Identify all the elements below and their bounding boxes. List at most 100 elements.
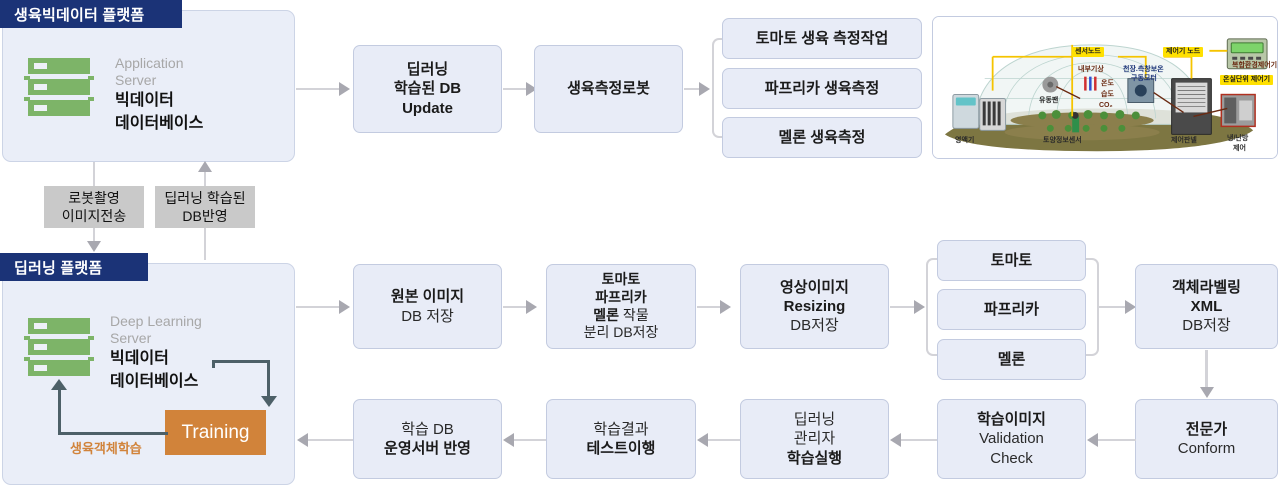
arrow-down-to-expert-conform <box>1200 387 1214 398</box>
greenhouse-label-control-panel: 제어판넬 <box>1171 137 1197 144</box>
panel-growth-title-text: 생육빅데이터 플랫폼 <box>14 6 145 24</box>
connector-deep-to-midflow <box>296 306 340 308</box>
step-label-db-reflect-line2: DB반영 <box>182 208 228 224</box>
node-crop-melon-label: 멜론 <box>997 350 1026 368</box>
panel-growth-title: 생육빅데이터 플랫폼 <box>0 0 182 28</box>
connector-crops-to-xml <box>1098 306 1126 308</box>
loop-line-db-to-training-vertical <box>212 360 215 368</box>
node-measure-melon-label: 멜론 생육측정 <box>778 128 866 146</box>
node-deeplearning-manager-run[interactable]: 딥러닝 관리자 학습실행 <box>740 399 889 479</box>
arrow-left-to-validation-check <box>1087 433 1098 447</box>
arrow-right-to-crop-split <box>526 300 537 314</box>
node-crop-melon[interactable]: 멜론 <box>937 339 1086 380</box>
node-xml-line3: DB저장 <box>1182 317 1231 335</box>
arrow-left-to-ops-server <box>503 433 514 447</box>
connector-split-to-resize <box>697 306 722 308</box>
connector-robot-to-branch <box>684 88 700 90</box>
node-original-image-db[interactable]: 원본 이미지 DB 저장 <box>353 264 502 349</box>
node-crop-split-db[interactable]: 토마토 파프리카 멜론 작물 분리 DB저장 <box>546 264 696 349</box>
arrow-right-to-original-image <box>339 300 350 314</box>
node-crop-split-line2: 파프리카 <box>595 288 647 305</box>
greenhouse-label-humidity: 습도 <box>1101 91 1114 98</box>
node-resizing-line1: 영상이미지 <box>779 278 849 296</box>
node-training-image-validation[interactable]: 학습이미지 Validation Check <box>937 399 1086 479</box>
arrow-right-to-measurement-branch <box>699 82 710 96</box>
bracket-measurement-branch <box>712 38 726 138</box>
greenhouse-diagram-image: 센서노드 제어기 노드 온실단위 제어기 복합환경제어기 내부기상 온도 습도 … <box>932 16 1278 159</box>
node-test-line2: 테스트이행 <box>586 440 656 457</box>
node-training-result-test[interactable]: 학습결과 테스트이행 <box>546 399 696 479</box>
node-crop-tomato[interactable]: 토마토 <box>937 240 1086 281</box>
growth-server-main-line2: 데이터베이스 <box>115 114 204 132</box>
arrow-right-to-dl-db-update <box>339 82 350 96</box>
panel-deep-title: 딥러닝 플랫폼 <box>0 253 148 281</box>
arrow-right-to-object-labeling <box>1125 300 1136 314</box>
server-icon-deep-learning <box>24 318 94 376</box>
connector-ops-to-deep-platform <box>308 439 353 441</box>
node-crop-tomato-label: 토마토 <box>990 251 1033 269</box>
arrow-right-to-resizing <box>720 300 731 314</box>
growth-server-sub-line2: Server <box>115 71 157 88</box>
node-conform-line2: Conform <box>1177 440 1236 457</box>
node-crop-paprika-label: 파프리카 <box>983 300 1040 318</box>
node-resizing-line2: Resizing <box>783 297 846 315</box>
node-original-image-line2: DB 저장 <box>401 307 454 325</box>
greenhouse-tag-unit-controller: 온실단위 제어기 <box>1220 75 1274 85</box>
node-training-db-ops-server[interactable]: 학습 DB 운영서버 반영 <box>353 399 502 479</box>
panel-deep-title-text: 딥러닝 플랫폼 <box>14 259 103 277</box>
greenhouse-label-device: 복합환경제어기 <box>1232 62 1278 69</box>
greenhouse-label-hvac-line2: 제어 <box>1233 145 1246 152</box>
connector-original-to-split <box>503 306 528 308</box>
node-manager-line2: 관리자 <box>793 430 836 448</box>
growth-server-main-line1: 빅데이터 <box>115 92 174 110</box>
arrow-left-to-deep-platform <box>297 433 308 447</box>
node-manager-line1: 딥러닝 <box>793 411 836 429</box>
node-crop-split-line3: 멜론 작물 <box>593 307 648 325</box>
node-dl-db-update-line2: 학습된 DB <box>393 80 462 98</box>
node-crop-paprika[interactable]: 파프리카 <box>937 289 1086 330</box>
step-label-db-reflect-line1: 딥러닝 학습된 <box>164 189 246 206</box>
node-deeplearning-db-update[interactable]: 딥러닝 학습된 DB Update <box>353 45 502 133</box>
loop-line-db-to-training-horizontal <box>215 360 270 363</box>
node-validation-line3: Check <box>990 449 1033 467</box>
node-object-labeling-xml[interactable]: 객체라벨링 XML DB저장 <box>1135 264 1278 349</box>
connector-conform-to-validation <box>1098 439 1136 441</box>
node-test-line1: 학습결과 <box>593 420 649 438</box>
greenhouse-tag-controller-node: 제어기 노드 <box>1163 47 1204 57</box>
loop-line-training-to-db-vertical <box>58 390 61 435</box>
node-original-image-line1: 원본 이미지 <box>390 288 465 306</box>
node-expert-conform[interactable]: 전문가 Conform <box>1135 399 1278 479</box>
node-measure-tomato-label: 토마토 생육 측정작업 <box>755 29 889 47</box>
step-label-robot-upload-line2: 이미지전송 <box>61 208 127 224</box>
node-measure-melon[interactable]: 멜론 생육측정 <box>722 117 922 158</box>
node-crop-split-line4: 분리 DB저장 <box>583 324 659 341</box>
node-measure-paprika[interactable]: 파프리카 생육측정 <box>722 68 922 109</box>
node-measure-tomato[interactable]: 토마토 생육 측정작업 <box>722 18 922 59</box>
arrow-left-to-dl-manager <box>890 433 901 447</box>
node-measure-paprika-label: 파프리카 생육측정 <box>764 79 880 97</box>
loop-label-growth-object-learning: 생육객체학습 <box>70 441 142 456</box>
greenhouse-label-ceiling-motor-line1: 천장.측창보온 <box>1123 66 1164 73</box>
greenhouse-label-temperature: 온도 <box>1101 80 1114 87</box>
node-crop-split-line3-suffix: 작물 <box>619 306 649 323</box>
node-conform-line1: 전문가 <box>1185 420 1228 438</box>
arrow-up-into-database <box>51 379 67 390</box>
loop-line-training-to-db-horizontal <box>58 432 168 435</box>
node-image-resizing-db[interactable]: 영상이미지 Resizing DB저장 <box>740 264 889 349</box>
node-growth-measurement-robot[interactable]: 생육측정로봇 <box>534 45 683 133</box>
deep-server-label: Deep Learning Server 빅데이터 데이터베이스 <box>110 313 202 391</box>
arrow-up-to-growth-platform <box>198 161 212 172</box>
connector-manager-to-test <box>708 439 740 441</box>
connector-db-reflect-tail <box>204 172 206 186</box>
growth-server-label: Application Server 빅데이터 데이터베이스 <box>115 55 203 133</box>
node-resizing-line3: DB저장 <box>790 317 839 335</box>
connector-test-to-ops <box>514 439 546 441</box>
greenhouse-label-fan: 유동팬 <box>1039 97 1059 104</box>
greenhouse-illustration-svg <box>933 17 1277 158</box>
greenhouse-label-internal-weather: 내부기상 <box>1078 66 1104 73</box>
connector-validation-to-manager <box>901 439 937 441</box>
node-manager-line3: 학습실행 <box>786 449 843 467</box>
arrow-right-to-crop-group <box>914 300 925 314</box>
training-box[interactable]: Training <box>165 410 266 455</box>
